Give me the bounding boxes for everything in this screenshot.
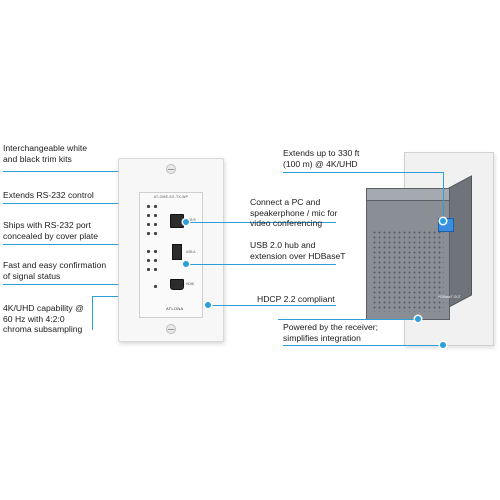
plate-face (139, 192, 203, 318)
screw-icon (166, 324, 176, 334)
callout-trim-kits: Interchangeable white and black trim kit… (3, 143, 88, 164)
leader-line (283, 345, 443, 346)
status-led (147, 250, 150, 253)
leader-line (208, 305, 336, 306)
callout-uhd-capability: 4K/UHD capability @ 60 Hz with 4:2:0 chr… (3, 303, 84, 334)
callout-dot (440, 218, 446, 224)
callout-extends-rs232: Extends RS-232 control (3, 190, 94, 200)
usb-a-port[interactable] (172, 244, 182, 260)
status-led (147, 205, 150, 208)
leader-line (92, 296, 93, 330)
status-led (154, 232, 157, 235)
model-label: AT-OME-EX-TX-WP (153, 195, 189, 199)
status-led (154, 285, 157, 288)
vent-grill (372, 230, 444, 312)
screw-icon (166, 164, 176, 174)
status-led (154, 214, 157, 217)
status-led (154, 268, 157, 271)
receiver-box-side (448, 175, 472, 308)
callout-dot (205, 302, 211, 308)
status-led (147, 268, 150, 271)
leader-line (186, 222, 336, 223)
status-led (147, 214, 150, 217)
leader-line (3, 171, 127, 172)
status-led (147, 232, 150, 235)
callout-dot (183, 261, 189, 267)
callout-ships-rs232: Ships with RS-232 port concealed by cove… (3, 220, 99, 241)
status-led (154, 259, 157, 262)
leader-line (443, 172, 444, 220)
leader-line (3, 203, 149, 204)
callout-connect-pc: Connect a PC and speakerphone / mic for … (250, 197, 338, 228)
brand-logo: ATLONA (166, 306, 184, 311)
callout-dot (183, 219, 189, 225)
callout-signal-status: Fast and easy confirmation of signal sta… (3, 260, 107, 281)
callout-hdcp: HDCP 2.2 compliant (257, 294, 335, 304)
hdmi-port[interactable] (170, 279, 184, 290)
callout-dot (440, 342, 446, 348)
port-label: USB B (186, 218, 196, 222)
usb-b-port[interactable] (170, 214, 184, 228)
callout-extends-330: Extends up to 330 ft (100 m) @ 4K/UHD (283, 148, 360, 169)
port-label: HDMI (186, 282, 195, 286)
leader-line (283, 172, 443, 173)
callout-powered: Powered by the receiver; simplifies inte… (283, 322, 379, 343)
callout-dot (415, 316, 421, 322)
status-led (154, 223, 157, 226)
leader-line (186, 264, 336, 265)
status-led (147, 223, 150, 226)
hdbaset-label: HDBaseT OUT (438, 295, 461, 299)
leader-line (3, 244, 149, 245)
status-led (154, 205, 157, 208)
status-led (154, 250, 157, 253)
leader-line (3, 284, 149, 285)
callout-usb-hub: USB 2.0 hub and extension over HDBaseT (250, 240, 346, 261)
status-led (147, 259, 150, 262)
leader-line (278, 319, 418, 320)
port-label: USB A (186, 250, 196, 254)
